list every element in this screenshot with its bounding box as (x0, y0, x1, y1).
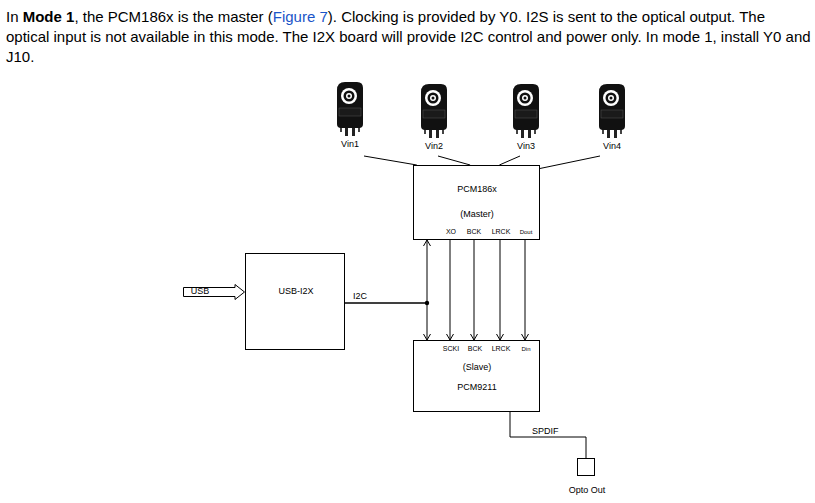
pin-name: LRCK (492, 228, 511, 236)
pin-name: XO (446, 228, 456, 236)
node-label: Vin4 (603, 142, 621, 152)
signal-label: SPDIF (530, 426, 561, 436)
usb-i2x-box: USB-I2X (245, 253, 345, 350)
input-jack: Vin4 (592, 80, 632, 155)
connector (497, 240, 504, 340)
connector (539, 156, 600, 169)
connector (499, 156, 520, 165)
input-jack: Vin2 (414, 80, 454, 155)
receiver-slave-box: SCKI BCK LRCK Din (Slave) PCM9211 (413, 340, 540, 412)
node-label: Opto Out (569, 486, 606, 496)
node-label: (Master) (460, 210, 494, 220)
connector (364, 156, 417, 165)
connector (438, 156, 470, 165)
adc-master-box: PCM186x (Master) XO BCK LRCK Dout (413, 165, 540, 240)
rca-jack (599, 84, 625, 138)
node-label: (Slave) (463, 363, 492, 373)
node-label: USB (191, 287, 210, 297)
input-jack: Vin1 (330, 78, 370, 155)
arrowhead (424, 240, 431, 246)
connector (522, 240, 529, 340)
node-label: Vin3 (517, 142, 535, 152)
paragraph-text: , the PCM186x is the master ( (74, 8, 272, 25)
connector (471, 240, 478, 340)
node-label: Vin2 (425, 142, 443, 152)
paragraph-text: In (6, 8, 19, 25)
rca-jack (337, 82, 363, 136)
input-jack: Vin3 (506, 80, 546, 155)
optical-output: Opto Out (577, 458, 595, 476)
pin-name: SCKI (443, 345, 459, 353)
pin-name: BCK (467, 228, 481, 236)
connector (510, 412, 586, 458)
paragraph-bold: Mode 1 (23, 8, 75, 25)
signal-label: I2C (351, 291, 369, 301)
connector (345, 240, 431, 303)
node-label: PCM186x (457, 185, 497, 195)
pin-name: Dout (520, 229, 533, 236)
pin-name: BCK (468, 345, 482, 353)
node-label: USB-I2X (278, 287, 313, 297)
pin-name: LRCK (492, 345, 511, 353)
node-label: PCM9211 (457, 383, 496, 393)
rca-jack (421, 84, 447, 138)
connector (345, 303, 431, 340)
figure-link: Figure 7 (273, 8, 328, 25)
rca-jack (513, 84, 539, 138)
description-paragraph: In Mode 1, the PCM186x is the master (Fi… (6, 7, 811, 67)
node-label: Vin1 (341, 140, 359, 150)
connector (447, 240, 454, 340)
pin-name: Din (521, 346, 530, 353)
usb-arrow: USB (183, 284, 245, 300)
